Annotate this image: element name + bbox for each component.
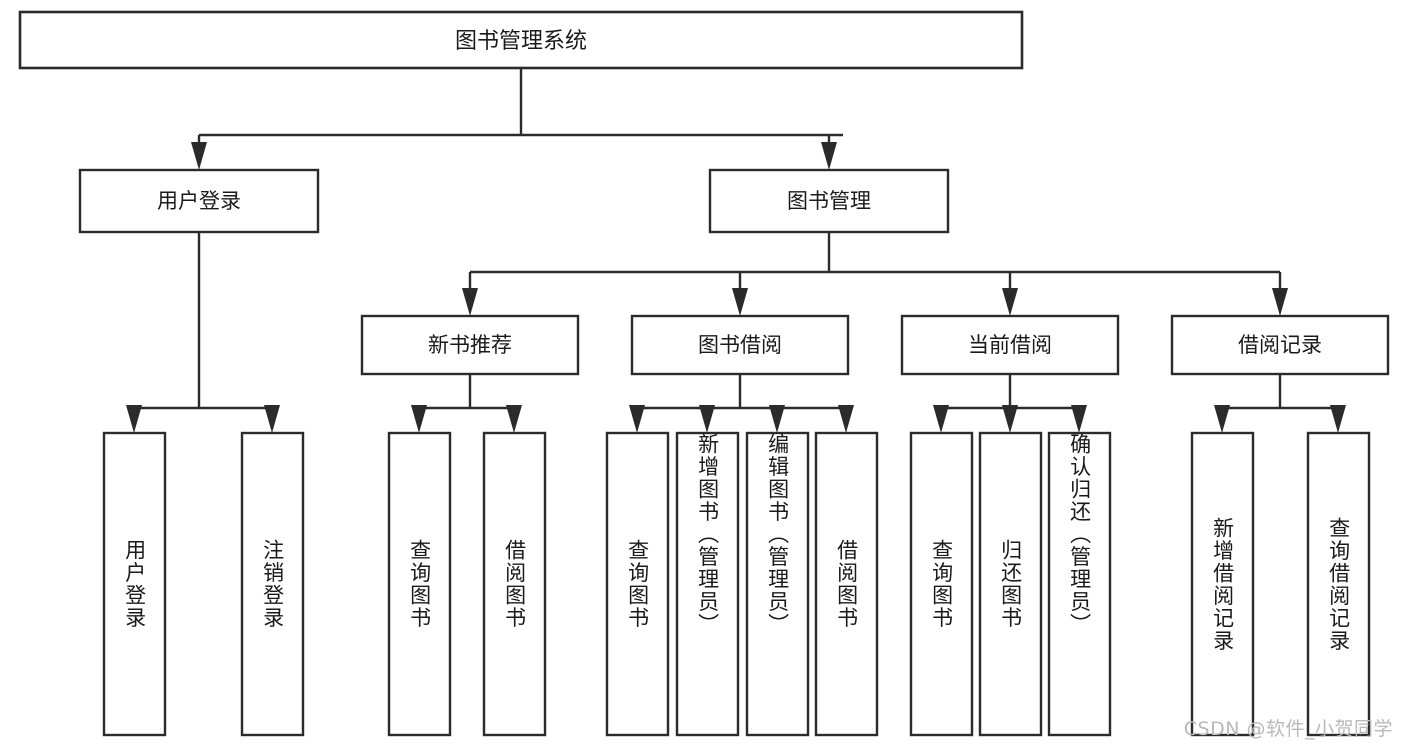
arrow-head-book-manage [821,142,837,170]
leaf-boxes-book-borrow [605,431,879,737]
node-book-manage-box[interactable] [708,168,950,234]
node-current-borrow-label: 当前借阅 [968,333,1052,357]
node-new-book-rec-label: 新书推荐 [428,333,512,357]
leaf-box-borrow-record-1[interactable] [1306,431,1371,737]
node-book-manage[interactable]: 图书管理 [708,168,950,234]
node-new-book-rec[interactable]: 新书推荐 [360,314,580,376]
arrow-head-leaf-current-borrow-0 [933,405,949,433]
leaf-box-book-borrow-1[interactable] [675,431,740,737]
arrow-head-leaf-user-login-0 [126,405,142,433]
leaf-box-current-borrow-0[interactable] [909,431,974,737]
leaf-boxes-borrow-record [1190,431,1371,737]
arrow-head-leaf-book-borrow-0 [629,405,645,433]
node-book-borrow-label: 图书借阅 [698,333,782,357]
leaf-box-book-borrow-0[interactable] [605,431,670,737]
arrow-head-current-borrow [1002,288,1018,316]
node-root[interactable]: 图书管理系统 [18,10,1024,70]
leaf-boxes-new-book-rec [387,431,547,737]
connector-group-book-manage [462,232,1288,316]
leaf-box-user-login-1[interactable] [240,431,305,737]
arrow-head-leaf-user-login-1 [264,405,280,433]
node-borrow-record-box[interactable] [1170,314,1390,376]
node-current-borrow-box[interactable] [900,314,1120,376]
leaf-box-new-book-rec-1[interactable] [482,431,547,737]
connector-group-root [191,68,843,170]
arrow-head-leaf-borrow-record-1 [1330,405,1346,433]
node-book-borrow-box[interactable] [630,314,850,376]
connector-group-new-book-rec-leaves [411,374,522,433]
arrow-head-leaf-book-borrow-3 [838,405,854,433]
arrow-head-leaf-current-borrow-2 [1071,405,1087,433]
leaf-box-current-borrow-2[interactable] [1047,431,1112,737]
node-user-login[interactable]: 用户登录 [78,168,320,234]
connector-group-user-login-leaves [126,232,280,433]
node-root-label: 图书管理系统 [455,29,587,54]
node-root-box[interactable] [18,10,1024,70]
leaf-box-borrow-record-0[interactable] [1190,431,1255,737]
node-book-borrow[interactable]: 图书借阅 [630,314,850,376]
arrow-head-leaf-new-book-rec-1 [506,405,522,433]
arrow-head-leaf-book-borrow-1 [699,405,715,433]
leaf-boxes-user-login [102,431,305,737]
leaf-box-new-book-rec-0[interactable] [387,431,452,737]
leaf-box-current-borrow-1[interactable] [978,431,1043,737]
connector-group-current-borrow-leaves [933,374,1087,433]
node-borrow-record[interactable]: 借阅记录 [1170,314,1390,376]
node-current-borrow[interactable]: 当前借阅 [900,314,1120,376]
node-new-book-rec-box[interactable] [360,314,580,376]
connector-group-book-borrow-leaves [629,374,854,433]
arrow-head-leaf-book-borrow-2 [769,405,785,433]
arrow-head-user-login [191,142,207,170]
arrow-head-leaf-new-book-rec-0 [411,405,427,433]
node-user-login-label: 用户登录 [157,189,241,213]
leaf-box-book-borrow-2[interactable] [745,431,810,737]
leaf-box-book-borrow-3[interactable] [814,431,879,737]
arrow-head-borrow-record [1272,288,1288,316]
arrow-head-book-borrow [732,288,748,316]
node-book-manage-label: 图书管理 [787,189,871,213]
arrow-head-leaf-borrow-record-0 [1214,405,1230,433]
connector-group-borrow-record-leaves [1214,374,1346,433]
leaf-boxes-current-borrow [909,431,1112,737]
node-user-login-box[interactable] [78,168,320,234]
node-borrow-record-label: 借阅记录 [1238,333,1322,357]
arrow-head-leaf-current-borrow-1 [1002,405,1018,433]
arrow-head-new-book-rec [462,288,478,316]
leaf-box-user-login-0[interactable] [102,431,167,737]
